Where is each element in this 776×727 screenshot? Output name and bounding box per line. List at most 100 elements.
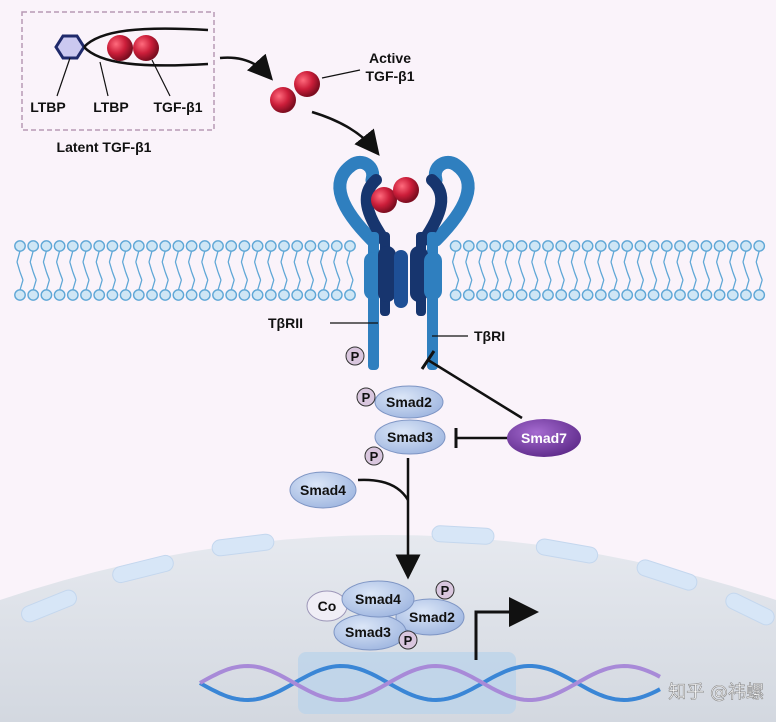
latent-complex-box [21, 11, 215, 131]
lipid-head [172, 240, 185, 252]
lipid-tail [124, 271, 130, 281]
lipid-tail [322, 279, 328, 291]
lipid-head [542, 289, 554, 301]
latent-tgf-sphere [133, 35, 159, 61]
dna-strand [199, 663, 661, 703]
lipid-tail [293, 250, 298, 263]
lipid-head [119, 240, 132, 252]
lipid-head [687, 240, 700, 252]
lipid-head [132, 240, 145, 252]
tgf-leader [151, 59, 171, 97]
lipid-head [185, 289, 198, 301]
lipid-tail [586, 279, 592, 291]
lipid-tail [745, 279, 750, 291]
lipid-tail [121, 261, 127, 273]
lipid-tail [108, 250, 114, 263]
lipid-tail [547, 279, 552, 291]
lipid-head [753, 289, 766, 301]
lipid-tail [494, 271, 499, 281]
lipid-tail [666, 279, 671, 291]
lipid-head [119, 289, 132, 301]
lipid-head [555, 289, 568, 301]
lipid-tail [16, 261, 21, 273]
lipid-head [132, 289, 145, 301]
smad4-join [357, 478, 410, 501]
lipid-tail [58, 271, 64, 281]
lipid-head [594, 240, 607, 252]
smad7-label: Smad7 [521, 430, 567, 446]
lipid-tail [666, 271, 671, 281]
active-label-line2: TGF-β1 [366, 68, 415, 84]
lipid-tail [319, 261, 325, 273]
cell-membrane [14, 240, 766, 301]
lipid-tail [69, 250, 74, 263]
lipid-head [53, 240, 66, 252]
lipid-tail [319, 250, 325, 263]
lipid-head [489, 289, 502, 301]
lipid-tail [227, 250, 232, 263]
lipid-head [344, 289, 356, 301]
lipid-tail [504, 250, 510, 263]
lipid-head [687, 289, 700, 301]
lipid-tail [267, 250, 272, 263]
lipid-head [621, 289, 634, 301]
lipid-tail [468, 271, 473, 281]
lipid-head [93, 289, 106, 301]
tgf-label: TGF-β1 [154, 99, 203, 115]
lipid-head [674, 240, 686, 252]
lipid-tail [652, 271, 658, 281]
lipid-head [159, 240, 172, 252]
lipid-tail [177, 271, 183, 281]
lipid-tail [32, 279, 37, 291]
lipid-tail [454, 279, 460, 291]
active-label-line1: Active [369, 50, 411, 66]
lipid-tail [148, 261, 153, 273]
lipid-head [542, 240, 554, 252]
lipid-tail [679, 271, 684, 281]
lipid-tail [82, 250, 87, 263]
lipid-tail [19, 279, 24, 291]
lipid-tail [82, 261, 87, 273]
lipid-tail [16, 250, 21, 263]
ltbp-left-label: LTBP [30, 99, 66, 115]
lipid-tail [174, 250, 180, 263]
lipid-tail [306, 250, 312, 263]
lipid-tail [111, 279, 117, 291]
phospho-badge [364, 446, 384, 466]
complex-smad3-label: Smad3 [345, 624, 391, 640]
binding-arrow [311, 110, 380, 156]
lipid-tail [715, 250, 721, 263]
ltbp-right-leader [99, 61, 109, 97]
lipid-head [449, 240, 462, 252]
complex-smad4 [341, 580, 415, 618]
lipid-tail [161, 250, 166, 263]
lipid-tail [190, 271, 196, 281]
lipid-head [502, 240, 515, 252]
complex-smad2-label: Smad2 [409, 609, 455, 625]
lipid-head [93, 240, 106, 252]
lipid-tail [135, 261, 140, 273]
lipid-tail [478, 250, 483, 263]
lipid-tail [729, 250, 734, 263]
lipid-head [489, 240, 502, 252]
lipid-tail [201, 250, 206, 263]
lipid-head [66, 240, 79, 252]
lipid-tail [705, 279, 711, 291]
lipid-tail [283, 279, 288, 291]
lipid-head [621, 240, 634, 252]
lipid-tail [702, 250, 708, 263]
lipid-tail [58, 279, 64, 291]
lipid-tail [69, 261, 74, 273]
lipid-head [753, 240, 766, 252]
lipid-tail [732, 279, 737, 291]
lipid-head [515, 289, 528, 301]
complex-smad2 [395, 598, 465, 636]
smad2 [374, 385, 444, 419]
phospho-badge [356, 387, 376, 407]
lipid-tail [151, 271, 156, 281]
lipid-tail [676, 250, 681, 263]
lipid-tail [491, 250, 496, 263]
lipid-tail [758, 279, 763, 291]
